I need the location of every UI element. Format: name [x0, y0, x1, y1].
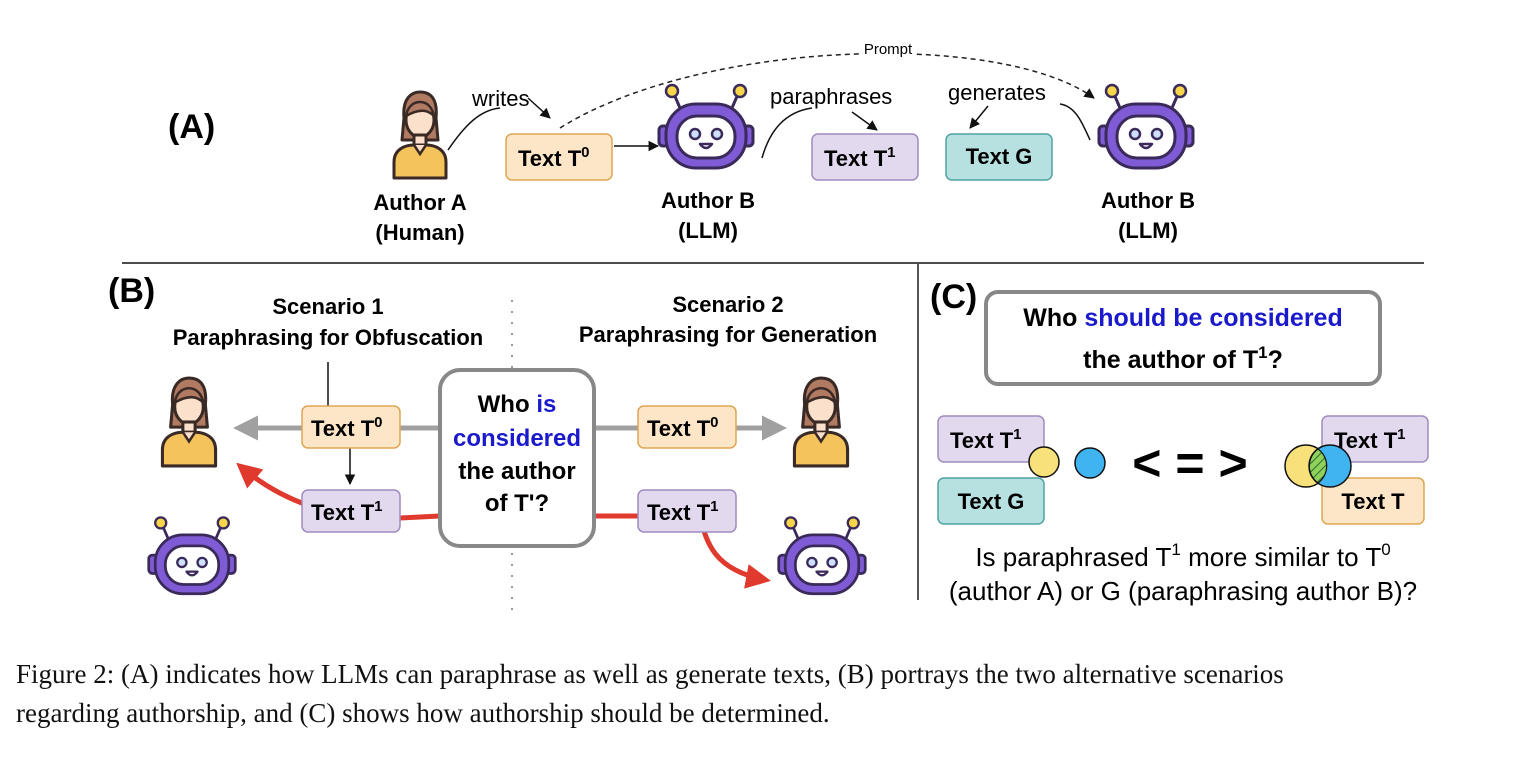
paraphrases-label: paraphrases: [770, 84, 892, 109]
scenario1-subtitle: Paraphrasing for Obfuscation: [173, 325, 484, 350]
prompt-label: Prompt: [864, 41, 913, 58]
prompt-label-bg: [862, 40, 916, 58]
author-a-role: (Human): [375, 220, 464, 245]
s1-text-t0-box: [301, 405, 401, 449]
author-b-role: (LLM): [678, 218, 738, 243]
s2-text-t0-box: [637, 405, 737, 449]
s2-text-t1-box: [637, 489, 737, 533]
venn-overlap: [1308, 448, 1328, 484]
question-c-line2: the author of T1?: [1083, 343, 1283, 374]
panel-c: (C) Who should be considered the author …: [930, 278, 1429, 606]
text-g-label: Text G: [966, 144, 1033, 169]
figure-caption: Figure 2: (A) indicates how LLMs can par…: [16, 655, 1516, 733]
author-b2-name: Author B: [1101, 188, 1195, 213]
c-text-t-box: [1321, 477, 1425, 525]
figure-diagram: (A) Author A (Human) writes Text T0 Prom…: [108, 40, 1429, 615]
panel-b-label: (B): [108, 272, 155, 310]
scenario2-subtitle: Paraphrasing for Generation: [579, 322, 877, 347]
panel-c-label: (C): [930, 278, 977, 316]
text-t0-label: Text T0: [518, 144, 590, 171]
robot-icon: [1097, 83, 1195, 170]
text-g-box: [945, 133, 1053, 181]
robot-icon: [657, 83, 755, 170]
human-icon: [160, 376, 218, 468]
human-icon: [392, 90, 448, 180]
s1-text-t1-label: Text T1: [311, 498, 383, 525]
text-t1-label: Text T1: [824, 144, 896, 171]
question-line1: Who is: [478, 391, 557, 418]
blue-circle: [1074, 447, 1106, 479]
s2-text-t1-label: Text T1: [647, 498, 719, 525]
bottom-question-line2: (author A) or G (paraphrasing author B)?: [949, 576, 1417, 606]
s1-text-t0-label: Text T0: [311, 414, 383, 441]
question-line3: the author: [458, 458, 575, 485]
robot-icon: [147, 515, 237, 596]
prompt-dashed-arc: [559, 52, 1095, 129]
c-text-t1-box-right: [1321, 415, 1429, 463]
text-t0-box: [505, 133, 613, 181]
c-text-t-label: Text T: [1341, 489, 1405, 514]
paraphrases-connector: [761, 107, 813, 159]
author-a-name: Author A: [373, 190, 466, 215]
comparison-symbol: < = >: [1132, 435, 1247, 491]
c-text-t1-label-right: Text T1: [1334, 426, 1406, 453]
writes-label: writes: [471, 86, 529, 111]
caption-line-2: regarding authorship, and (C) shows how …: [16, 698, 830, 728]
c-text-g-box: [937, 477, 1045, 525]
text-t1-box: [811, 133, 919, 181]
panel-a-label: (A): [168, 108, 215, 146]
human-icon: [792, 376, 850, 468]
question-line2: considered: [453, 425, 581, 452]
paraphrases-arrow: [851, 111, 878, 131]
c-text-t1-box-left: [937, 415, 1045, 463]
scenario1-title: Scenario 1: [272, 294, 383, 319]
generates-arrow: [969, 105, 989, 129]
question-box: [438, 368, 596, 548]
panel-b: (B) Scenario 1 Paraphrasing for Obfuscat…: [108, 272, 877, 615]
scenario2-title: Scenario 2: [672, 292, 783, 317]
panel-a: (A) Author A (Human) writes Text T0 Prom…: [168, 40, 1195, 245]
yellow-circle: [1028, 446, 1060, 478]
robot-icon: [777, 515, 867, 596]
writes-connector: [447, 107, 501, 151]
bottom-question-line1: Is paraphrased T1 more similar to T0: [975, 540, 1390, 572]
caption-line-1: Figure 2: (A) indicates how LLMs can par…: [16, 659, 1284, 689]
generates-connector: [1059, 103, 1091, 141]
s1-text-t1-box: [301, 489, 401, 533]
author-b2-role: (LLM): [1118, 218, 1178, 243]
question-line4: of T'?: [485, 490, 549, 517]
question-box-c: [984, 290, 1382, 386]
author-b-name: Author B: [661, 188, 755, 213]
c-text-g-label: Text G: [958, 489, 1025, 514]
c-text-t1-label-left: Text T1: [950, 426, 1022, 453]
writes-arrow: [527, 97, 551, 119]
s2-text-t0-label: Text T0: [647, 414, 719, 441]
question-c-line1: Who should be considered: [1023, 304, 1342, 332]
generates-label: generates: [948, 80, 1046, 105]
